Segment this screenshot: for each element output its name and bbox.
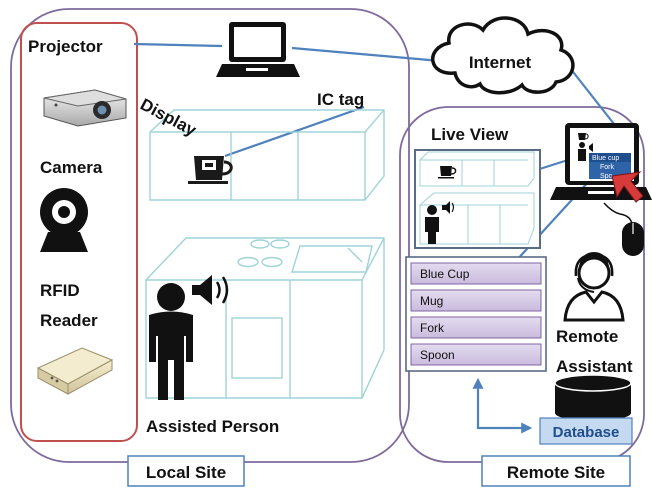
live-view-frame (414, 149, 541, 249)
list-item-label: Blue Cup (420, 267, 470, 281)
rfid-reader-icon (36, 347, 114, 395)
webcam-icon (40, 188, 88, 252)
rfid-label-line1: RFID (40, 281, 80, 300)
remote-site-label-box (481, 455, 631, 487)
cursor-arrow-icon (611, 171, 644, 203)
local-site-label-box (127, 455, 245, 487)
remote-assistant-label-line2: Assistant (556, 357, 633, 376)
screen-item-list: Blue cup Fork Spo (589, 153, 631, 180)
list-item-label: Mug (420, 294, 443, 308)
database-label: Database (553, 424, 620, 441)
device-panel (20, 22, 138, 442)
local-site-label: Local Site (146, 463, 226, 482)
database-arrow (472, 377, 533, 434)
camera-label: Camera (40, 158, 103, 177)
rfid-label-line2: Reader (40, 311, 98, 330)
assisted-person-label: Assisted Person (146, 417, 279, 436)
screen-item-label: Fork (600, 164, 615, 171)
laptop-icon (216, 22, 300, 77)
kitchen-counter (145, 237, 385, 399)
list-item[interactable]: Fork (410, 316, 542, 339)
projector-label: Projector (28, 37, 103, 56)
wall-cabinet (149, 109, 385, 201)
assisted-person-icon (149, 283, 193, 400)
list-item[interactable]: Blue Cup (410, 262, 542, 285)
projector-icon (43, 89, 127, 127)
database-label-box (539, 417, 633, 445)
remote-site-label: Remote Site (507, 463, 605, 482)
speaker-icon (192, 275, 229, 305)
mouse-icon (603, 202, 644, 256)
remote-assistant-icon (563, 252, 625, 322)
list-item-label: Spoon (420, 348, 455, 362)
cup-icon (188, 156, 233, 184)
screen-item-label: Blue cup (592, 155, 619, 162)
internet-label: Internet (469, 53, 532, 72)
ic-tag-label: IC tag (317, 90, 364, 109)
screen-item-label: Spo (600, 173, 613, 180)
list-item[interactable]: Mug (410, 289, 542, 312)
cloud-icon (431, 16, 575, 95)
database-icon (554, 374, 632, 421)
list-item-label: Fork (420, 321, 445, 335)
remote-assistant-label-line1: Remote (556, 327, 618, 346)
display-label: Display (137, 95, 200, 140)
list-item[interactable]: Spoon (410, 343, 542, 366)
live-view-label: Live View (431, 125, 509, 144)
